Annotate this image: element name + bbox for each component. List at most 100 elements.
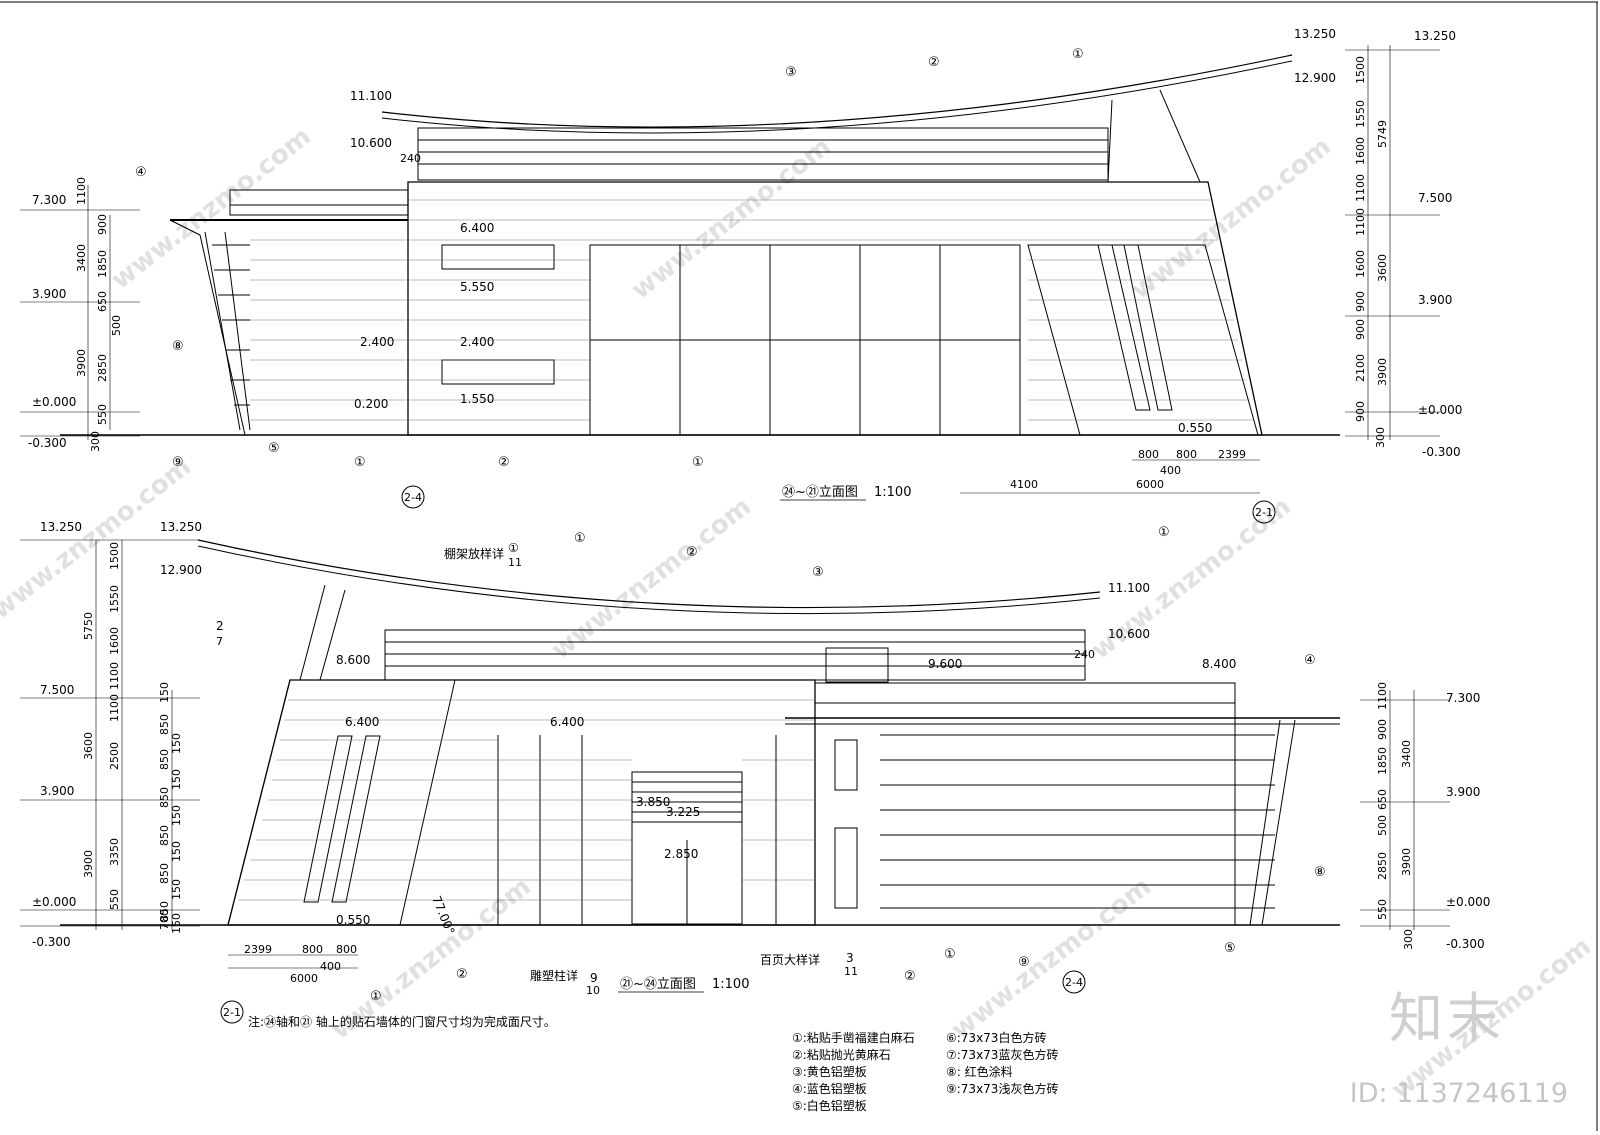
footnote: 注:㉔轴和㉑ 轴上的贴石墙体的门窗尺寸均为完成面尺寸。 (248, 1014, 556, 1029)
dim-label: 2399 (244, 943, 272, 956)
level-label: 12.900 (1294, 71, 1336, 85)
legend-item: ⑨:73x73浅灰色方砖 (946, 1081, 1058, 1096)
detail-ref: 11 (508, 556, 522, 569)
level-label: 13.250 (1294, 27, 1336, 41)
level-label: 8.600 (336, 653, 370, 667)
legend-item: ⑦:73x73蓝灰色方砖 (946, 1047, 1058, 1062)
level-label: 3.850 (636, 795, 670, 809)
dim-label: 500 (1376, 815, 1389, 836)
level-label: 5.550 (460, 280, 494, 294)
level-label: 3.900 (1418, 293, 1452, 307)
dim-label: 3400 (75, 244, 88, 272)
callout: ⑨ (1018, 955, 1030, 970)
dim-label: 3900 (1400, 848, 1413, 876)
level-label: 0.550 (336, 913, 370, 927)
callout: ⑧ (1314, 865, 1326, 880)
dim-label: 300 (89, 431, 102, 452)
callout: ② (498, 455, 510, 470)
level-label: 2.850 (664, 847, 698, 861)
dim-label: 1850 (1376, 747, 1389, 775)
dim-label: 2100 (1354, 354, 1367, 382)
dim-label: 150 (170, 841, 183, 862)
dim-label: 2500 (108, 742, 121, 770)
callout: ③ (785, 65, 797, 80)
dim-label: 1550 (108, 585, 121, 613)
dim-label: 150 (158, 682, 171, 703)
dim-label: 150 (170, 879, 183, 900)
bottom-stone-pattern (238, 699, 815, 901)
callout: ⑨ (172, 455, 184, 470)
level-label: 3.900 (40, 784, 74, 798)
bottom-elevation (60, 539, 1340, 926)
dim-label: 1550 (1354, 100, 1367, 128)
bottom-annotations: 13.250 13.250 12.900 7.500 3.900 ±0.000 … (20, 520, 1490, 1024)
legend-item: ⑤:白色铝塑板 (792, 1098, 867, 1113)
dim-label: 1100 (1354, 174, 1367, 202)
top-stone-pattern (250, 199, 1254, 421)
dim-label: 1100 (1376, 682, 1389, 710)
dim-label: 6000 (1136, 478, 1164, 491)
dim-label: 1500 (1354, 56, 1367, 84)
top-elevation (60, 54, 1340, 436)
angle-label: 77.00° (429, 894, 457, 937)
dim-label: 3350 (108, 838, 121, 866)
level-label: 8.400 (1202, 657, 1236, 671)
watermark: www.znzmo.com (1126, 132, 1337, 306)
brand-logo: 知末 (1389, 987, 1505, 1050)
callout: ④ (1304, 653, 1316, 668)
dim-label: 400 (320, 960, 341, 973)
level-label: 3.900 (1446, 785, 1480, 799)
view-title: ㉔~㉑立面图 (782, 485, 858, 500)
dim-label: 1100 (108, 694, 121, 722)
dim-label: 850 (158, 749, 171, 770)
dim-label: 3900 (82, 850, 95, 878)
level-label: 10.600 (1108, 627, 1150, 641)
axis-label: 2-4 (1065, 976, 1083, 989)
dim-label: 1600 (108, 627, 121, 655)
view-scale: 1:100 (874, 485, 911, 500)
level-label: 7.500 (40, 683, 74, 697)
level-label: 6.400 (460, 221, 494, 235)
dim-label: 3900 (75, 349, 88, 377)
level-label: -0.300 (1446, 937, 1485, 951)
dim-label: 150 (170, 913, 183, 934)
dim-label: 550 (108, 889, 121, 910)
level-label: 11.100 (350, 89, 392, 103)
dim-label: 1600 (1354, 137, 1367, 165)
dim-label: 240 (400, 152, 421, 165)
level-label: 6.400 (345, 715, 379, 729)
dim-label: 1100 (108, 662, 121, 690)
level-label: -0.300 (1422, 445, 1461, 459)
watermark: www.znzmo.com (0, 452, 197, 626)
dim-label: 900 (1354, 319, 1367, 340)
callout: ④ (135, 165, 147, 180)
detail-note: 雕塑柱详 (530, 968, 578, 983)
level-label: 10.600 (350, 136, 392, 150)
dim-label: 150 (170, 733, 183, 754)
dim-label: 5749 (1376, 120, 1389, 148)
view-scale: 1:100 (712, 977, 749, 992)
dim-label: 1500 (108, 542, 121, 570)
dim-label: 1850 (96, 250, 109, 278)
level-label: 7.500 (1418, 191, 1452, 205)
level-label: 12.900 (160, 563, 202, 577)
detail-note: 百页大样详 (760, 952, 820, 967)
legend-item: ⑧: 红色涂料 (946, 1064, 1013, 1079)
level-label: ±0.000 (1446, 895, 1490, 909)
callout: ① (692, 455, 704, 470)
detail-ref: 2 (216, 619, 224, 633)
level-label: 13.250 (40, 520, 82, 534)
detail-ref: 7 (216, 635, 223, 648)
dim-label: 850 (158, 863, 171, 884)
dim-label: 550 (96, 404, 109, 425)
level-label: 3.225 (666, 805, 700, 819)
detail-ref: 3 (846, 951, 854, 965)
level-label: ±0.000 (32, 895, 76, 909)
level-label: 0.200 (354, 397, 388, 411)
level-label: 13.250 (160, 520, 202, 534)
dim-label: 850 (158, 901, 171, 922)
dim-label: 850 (158, 714, 171, 735)
detail-ref: ① (508, 541, 519, 555)
level-label: 7.300 (1446, 691, 1480, 705)
